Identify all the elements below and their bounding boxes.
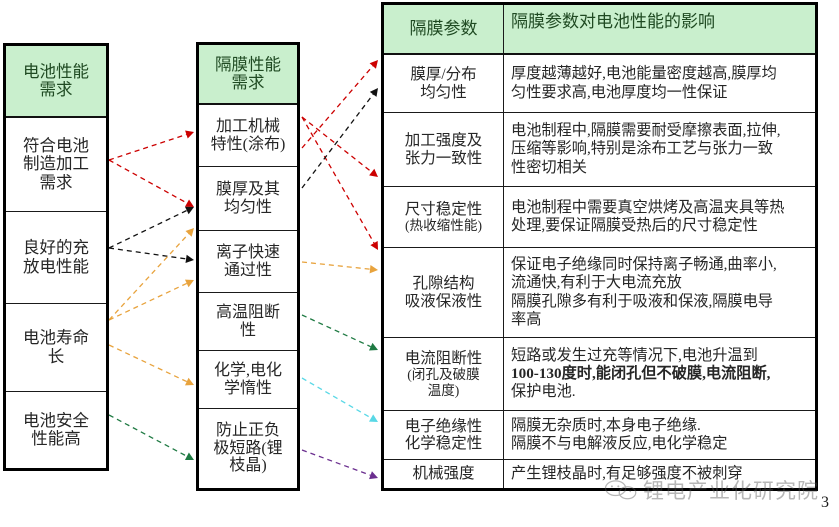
table-header-param: 隔膜参数 [384, 5, 504, 53]
left-item-safety[interactable]: 电池安全性能高 [6, 392, 106, 468]
mid-column-header-text: 隔膜性能需求 [215, 54, 281, 92]
effect-line: 短路或发生过充等情况下,电池升温到 [511, 346, 758, 364]
battery-performance-requirements-column: 电池性能需求 符合电池制造加工需求 良好的充放电性能 电池寿命长 电池安全性能高 [3, 43, 109, 471]
need-mfg-to-thickness-arrow [108, 159, 194, 207]
mid-item-thickness-uniformity-label: 膜厚及其均匀性 [215, 180, 280, 216]
table-cell-param-sub: (热收缩性能) [404, 218, 482, 234]
mid-item-thickness-uniformity[interactable]: 膜厚及其均匀性 [199, 167, 297, 231]
left-column-header-text: 电池性能需求 [23, 61, 89, 99]
ion-to-pore-arrow [301, 261, 378, 274]
separator-parameters-table: 隔膜参数 隔膜参数对电池性能的影响 膜厚/分布均匀性 厚度越薄越好,电池能量密度… [381, 2, 818, 491]
table-row[interactable]: 电子绝缘性化学稳定性 隔膜无杂质时,本身电子绝缘. 隔膜不与电解液反应,电化学稳… [384, 411, 815, 460]
mid-item-short-circuit-prevention[interactable]: 防止正负极短路(锂枝晶) [199, 409, 297, 488]
table-cell-param: 加工强度及张力一致性 [384, 113, 504, 186]
table-cell-effect: 短路或发生过充等情况下,电池升温到 100-130度时,能闭孔但不破膜,电流阻断… [504, 338, 815, 410]
table-cell-effect: 产生锂枝晶时,有足够强度不被刺穿 [504, 460, 815, 488]
table-cell-param: 电子绝缘性化学稳定性 [384, 411, 504, 459]
effect-line: 压缩等影响,特别是涂布工艺与张力一致 [511, 140, 773, 158]
coating-to-dimension-arrow [301, 116, 378, 250]
thickness-to-filmthick-arrow [301, 60, 378, 149]
page-number: 3 [821, 494, 829, 511]
mid-item-processing-mechanical[interactable]: 加工机械特性(涂布) [199, 105, 297, 167]
left-item-manufacturing[interactable]: 符合电池制造加工需求 [6, 118, 106, 212]
effect-line: 隔膜孔隙多有利于吸液和保液,隔膜电导 [511, 292, 773, 310]
left-item-battery-life[interactable]: 电池寿命长 [6, 304, 106, 392]
table-row[interactable]: 电流阻断性 (闭孔及破膜温度) 短路或发生过充等情况下,电池升温到 100-13… [384, 338, 815, 411]
coating-to-strength-arrow [301, 116, 378, 177]
table-cell-param: 膜厚/分布均匀性 [384, 55, 504, 112]
left-item-battery-life-label: 电池寿命长 [23, 328, 89, 366]
mid-item-thermal-shutdown-label: 高温阻断性 [215, 303, 280, 339]
table-cell-effect: 电池制程中,隔膜需要耐受摩擦表面,拉伸, 压缩等影响,特别是涂布工艺与张力一致 … [504, 113, 815, 186]
table-cell-effect: 保证电子绝缘同时保持离子畅通,曲率小, 流通快,有利于大电流充放 隔膜孔隙多有利… [504, 248, 815, 337]
effect-line: 匀性要求高,电池厚度均一性保证 [511, 83, 728, 101]
separator-performance-requirements-column: 隔膜性能需求 加工机械特性(涂布) 膜厚及其均匀性 离子快速通过性 高温阻断性 … [196, 42, 300, 491]
mid-item-ion-transport-label: 离子快速通过性 [215, 243, 280, 279]
life-to-chemical-inert-arrow [108, 344, 194, 386]
table-cell-param: 尺寸稳定性 (热收缩性能) [384, 187, 504, 247]
need-mfg-to-coating-arrow [108, 130, 194, 161]
effect-line: 电池制程中,隔膜需要耐受摩擦表面,拉伸, [511, 122, 781, 140]
safety-to-shortcircuit-arrow [108, 414, 194, 460]
life-to-ion-arrow [108, 228, 194, 321]
table-row[interactable]: 膜厚/分布均匀性 厚度越薄越好,电池能量密度越高,膜厚均 匀性要求高,电池厚度均… [384, 55, 815, 113]
effect-line: 厚度越薄越好,电池能量密度越高,膜厚均 [511, 65, 777, 83]
effect-line: 隔膜不与电解液反应,电化学稳定 [511, 435, 728, 452]
left-item-manufacturing-label: 符合电池制造加工需求 [23, 135, 89, 192]
effect-line: 性密切相关 [511, 158, 587, 176]
charge-to-thickness-arrow [108, 206, 194, 249]
table-row[interactable]: 加工强度及张力一致性 电池制程中,隔膜需要耐受摩擦表面,拉伸, 压缩等影响,特别… [384, 113, 815, 187]
effect-line: 产生锂枝晶时,有足够强度不被刺穿 [511, 464, 743, 482]
table-cell-param-sub: (闭孔及破膜温度) [407, 367, 480, 398]
left-column-header: 电池性能需求 [6, 46, 106, 118]
mid-item-processing-mechanical-label: 加工机械特性(涂布) [210, 117, 286, 153]
thickness-box-to-filmthick-arrow [301, 88, 378, 189]
table-row[interactable]: 机械强度 产生锂枝晶时,有足够强度不被刺穿 [384, 460, 815, 488]
table-cell-effect: 隔膜无杂质时,本身电子绝缘. 隔膜不与电解液反应,电化学稳定 [504, 411, 815, 459]
table-header-row: 隔膜参数 隔膜参数对电池性能的影响 [384, 5, 815, 55]
mid-item-ion-transport[interactable]: 离子快速通过性 [199, 231, 297, 293]
left-item-charge-discharge[interactable]: 良好的充放电性能 [6, 212, 106, 304]
effect-line: 隔膜无杂质时,本身电子绝缘. [511, 416, 701, 434]
table-cell-param: 电流阻断性 (闭孔及破膜温度) [384, 338, 504, 410]
effect-line: 流通快,有利于大电流充放 [511, 274, 682, 292]
table-header-effect: 隔膜参数对电池性能的影响 [511, 12, 715, 31]
shortcircuit-to-mechanical-arrow [301, 449, 378, 480]
table-row[interactable]: 孔隙结构吸液保液性 保证电子绝缘同时保持离子畅通,曲率小, 流通快,有利于大电流… [384, 248, 815, 338]
life-to-chemical-arrow [108, 279, 194, 321]
effect-line: 率高 [511, 310, 542, 328]
effect-line: 保护电池. [511, 383, 576, 401]
table-cell-effect: 电池制程中需要真空烘烤及高温夹具等热 处理,要保证隔膜受热后的尺寸稳定性 [504, 187, 815, 247]
effect-line: 电池制程中需要真空烘烤及高温夹具等热 [511, 198, 785, 216]
table-cell-param-text: 尺寸稳定性 [404, 200, 483, 218]
effect-line: 保证电子绝缘同时保持离子畅通,曲率小, [511, 256, 777, 274]
table-cell-param: 机械强度 [384, 460, 504, 488]
effect-line: 100-130度时,能闭孔但不破膜,电流阻断, [511, 364, 771, 382]
table-cell-effect: 厚度越薄越好,电池能量密度越高,膜厚均 匀性要求高,电池厚度均一性保证 [504, 55, 815, 112]
left-item-charge-discharge-label: 良好的充放电性能 [23, 238, 89, 276]
table-row[interactable]: 尺寸稳定性 (热收缩性能) 电池制程中需要真空烘烤及高温夹具等热 处理,要保证隔… [384, 187, 815, 248]
mid-item-chemical-inertness[interactable]: 化学,电化学惰性 [199, 351, 297, 409]
left-item-safety-label: 电池安全性能高 [23, 410, 89, 448]
table-cell-param-text: 电流阻断性 [404, 349, 483, 367]
chemical-to-insulation-arrow [301, 377, 378, 422]
mid-column-header: 隔膜性能需求 [199, 45, 297, 105]
effect-line: 处理,要保证隔膜受热后的尺寸稳定性 [511, 217, 758, 234]
mid-item-chemical-inertness-label: 化学,电化学惰性 [213, 361, 282, 397]
charge-to-ion-arrow [108, 247, 194, 264]
hightemp-to-current-arrow [301, 314, 378, 351]
mid-item-short-circuit-prevention-label: 防止正负极短路(锂枝晶) [213, 421, 283, 475]
table-cell-param: 孔隙结构吸液保液性 [384, 248, 504, 337]
mid-item-thermal-shutdown[interactable]: 高温阻断性 [199, 293, 297, 351]
